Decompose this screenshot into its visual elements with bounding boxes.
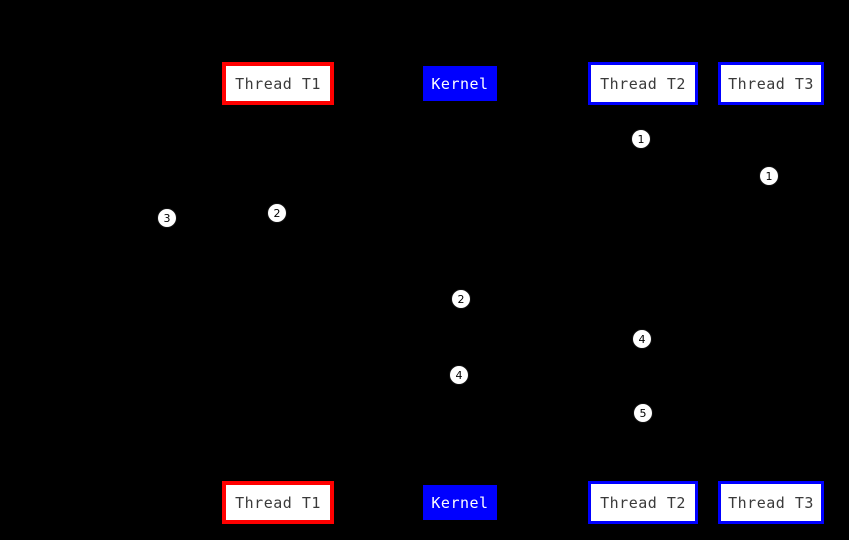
participant-kernelb[interactable]: Kernel [423, 485, 497, 520]
marker-t1-3: 3 [157, 208, 177, 228]
participant-label: Thread T2 [600, 493, 686, 512]
participant-label: Kernel [431, 493, 489, 512]
participant-t1[interactable]: Thread T1 [222, 62, 334, 105]
lifeline-t2 [643, 105, 644, 481]
marker-t3-1: 1 [759, 166, 779, 186]
participant-t2b[interactable]: Thread T2 [588, 481, 698, 524]
participant-kernel[interactable]: Kernel [423, 66, 497, 101]
marker-kernel-2: 2 [451, 289, 471, 309]
marker-t2-1: 1 [631, 129, 651, 149]
participant-label: Thread T3 [728, 493, 814, 512]
participant-t1b[interactable]: Thread T1 [222, 481, 334, 524]
marker-kernel-4: 4 [449, 365, 469, 385]
participant-label: Thread T1 [235, 74, 321, 93]
participant-t3[interactable]: Thread T3 [718, 62, 824, 105]
participant-label: Thread T2 [600, 74, 686, 93]
lifeline-t1 [278, 105, 279, 481]
marker-t2-4: 4 [632, 329, 652, 349]
participant-label: Thread T1 [235, 493, 321, 512]
lifeline-t3 [771, 105, 772, 481]
marker-t1-2: 2 [267, 203, 287, 223]
participant-t2[interactable]: Thread T2 [588, 62, 698, 105]
participant-t3b[interactable]: Thread T3 [718, 481, 824, 524]
participant-label: Kernel [431, 74, 489, 93]
marker-t2-5: 5 [633, 403, 653, 423]
participant-label: Thread T3 [728, 74, 814, 93]
